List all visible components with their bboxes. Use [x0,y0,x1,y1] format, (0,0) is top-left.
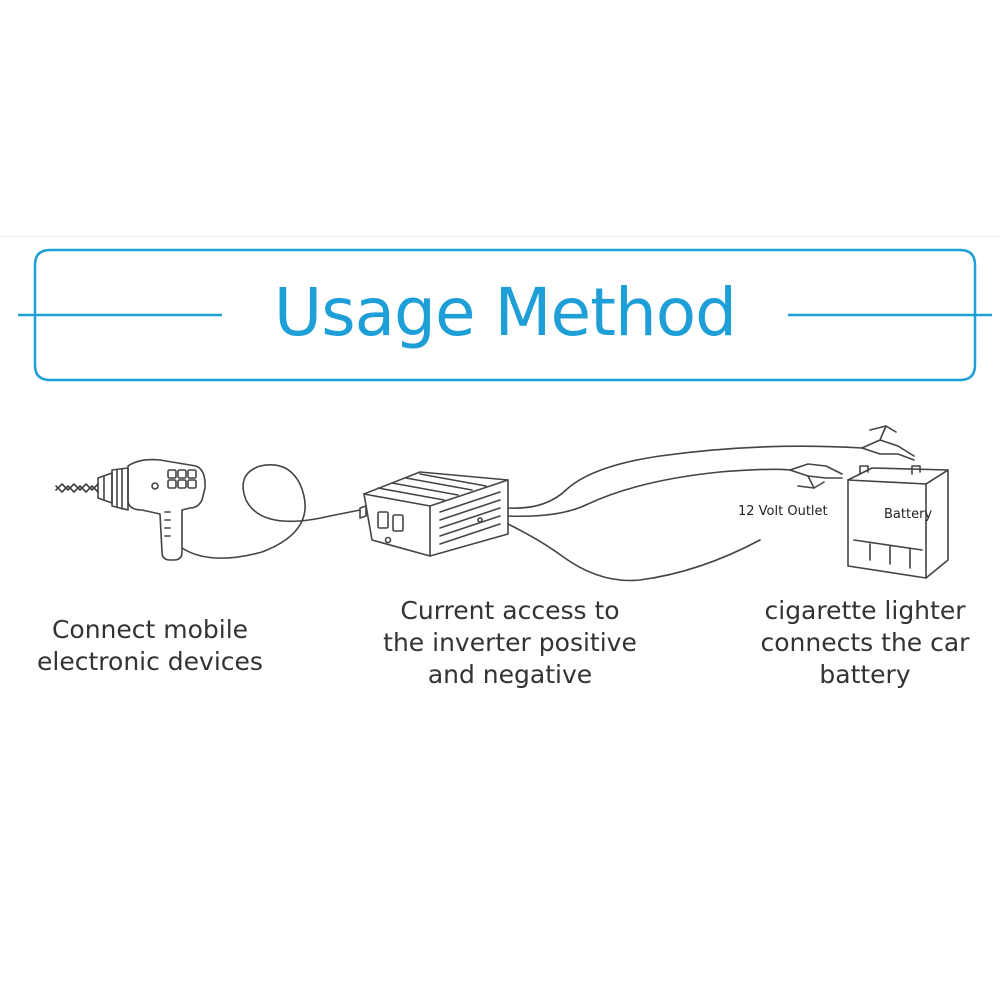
title-frame-border [33,248,977,382]
lighter-plug-cable [507,523,761,582]
caption-connect-devices: Connect mobile electronic devices [10,614,290,678]
caption-line: and negative [427,660,593,689]
battery-cable-black [507,468,791,518]
caption-line: Current access to [400,596,620,625]
inverter-icon [359,471,509,557]
battery-cable-red [507,445,863,509]
outlet-label: 12 Volt Outlet [738,504,828,519]
caption-line: the inverter positive [383,628,637,657]
caption-line: electronic devices [37,647,263,676]
wiring-diagram: 12 Volt Outlet Battery [55,425,949,582]
clamp-positive-icon [861,425,915,461]
battery-icon [847,465,949,579]
drill-cord [181,464,361,559]
caption-line: connects the car [760,628,970,657]
top-divider [0,236,1000,237]
caption-cigarette-lighter: cigarette lighter connects the car batte… [725,595,1000,691]
battery-label: Battery [884,507,932,522]
caption-line: cigarette lighter [764,596,966,625]
caption-line: Connect mobile [51,615,249,644]
caption-current-access: Current access to the inverter positive … [360,595,660,691]
page-title: Usage Method [273,274,737,351]
drill-icon [55,458,206,561]
caption-line: battery [819,660,911,689]
clamp-negative-icon [789,463,843,489]
title-frame [18,248,992,382]
